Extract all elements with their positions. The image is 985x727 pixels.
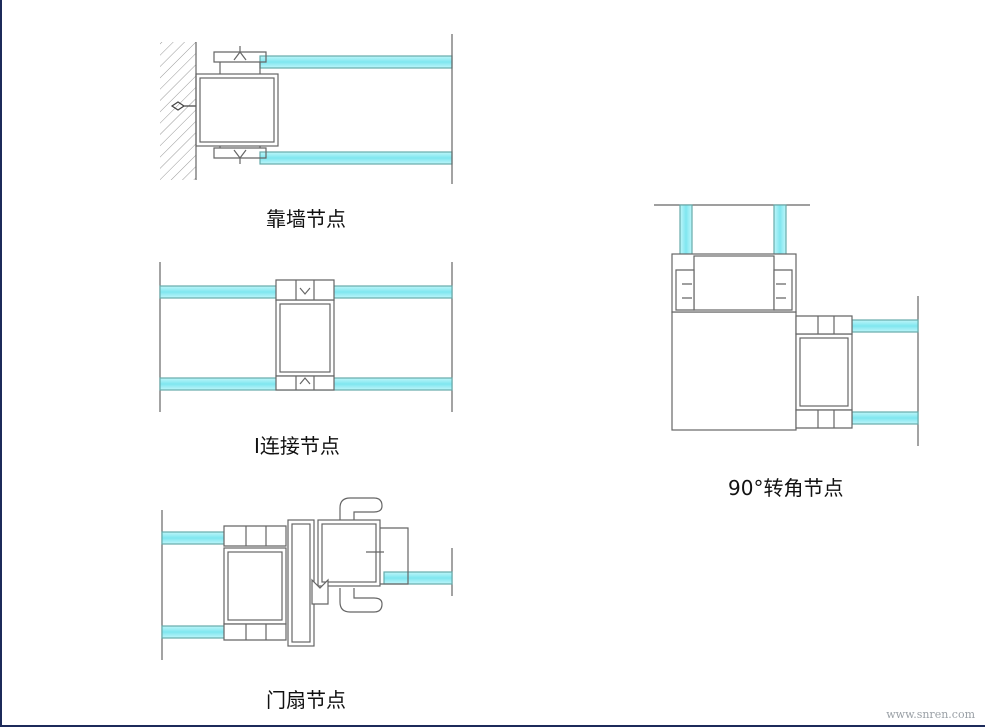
corner-right-clip-bottom bbox=[795, 409, 853, 429]
door-seal bbox=[311, 578, 329, 605]
i-node-label: I连接节点 bbox=[254, 434, 340, 458]
i-gaskets bbox=[299, 287, 311, 385]
corner-glass-bottom bbox=[851, 411, 919, 425]
door-leaf-inner bbox=[321, 523, 377, 583]
corner-right-profile-inner bbox=[799, 337, 849, 407]
door-node-drawing bbox=[161, 497, 453, 660]
wall-gasket-top bbox=[233, 51, 247, 61]
wall-glass-bottom bbox=[259, 151, 453, 165]
i-clip-bottom bbox=[275, 375, 335, 391]
wall-mullion bbox=[195, 73, 279, 147]
door-node-label: 门扇节点 bbox=[266, 688, 346, 712]
wall-mullion-inner bbox=[199, 77, 275, 143]
wall-clip-top bbox=[213, 46, 267, 74]
i-mullion bbox=[275, 299, 335, 377]
corner-main-box bbox=[671, 311, 797, 431]
corner-right-clip-top bbox=[795, 315, 853, 335]
corner-right-profile bbox=[795, 333, 853, 411]
corner-node-drawing bbox=[654, 204, 919, 446]
watermark: www.snren.com bbox=[886, 708, 975, 721]
door-frame-inner bbox=[227, 551, 283, 621]
corner-glass-top bbox=[851, 319, 919, 333]
i-clip-top bbox=[275, 279, 335, 301]
i-mullion-inner bbox=[279, 303, 331, 373]
wall-gasket-bottom bbox=[233, 149, 247, 159]
wall-hatch bbox=[160, 42, 196, 180]
wall-clip-bottom bbox=[213, 146, 267, 164]
wall-glass-top bbox=[259, 55, 453, 69]
wall-anchor-icon bbox=[170, 101, 196, 111]
door-handle-top bbox=[339, 497, 383, 520]
door-clip-top bbox=[223, 525, 287, 547]
corner-node-label: 90°转角节点 bbox=[728, 476, 844, 500]
door-stop-inner bbox=[291, 523, 311, 643]
wall-node-label: 靠墙节点 bbox=[266, 207, 346, 231]
wall-node-drawing bbox=[160, 34, 453, 184]
door-frame-mullion bbox=[223, 547, 287, 625]
corner-top-screws bbox=[682, 283, 786, 299]
corner-top-clips bbox=[675, 269, 793, 311]
door-leaf-glass bbox=[383, 571, 453, 585]
door-handle-bottom bbox=[339, 588, 383, 613]
door-leaf-bead bbox=[380, 527, 409, 585]
door-clip-bottom bbox=[223, 623, 287, 641]
i-node-drawing bbox=[159, 262, 453, 412]
door-leaf bbox=[317, 519, 381, 587]
